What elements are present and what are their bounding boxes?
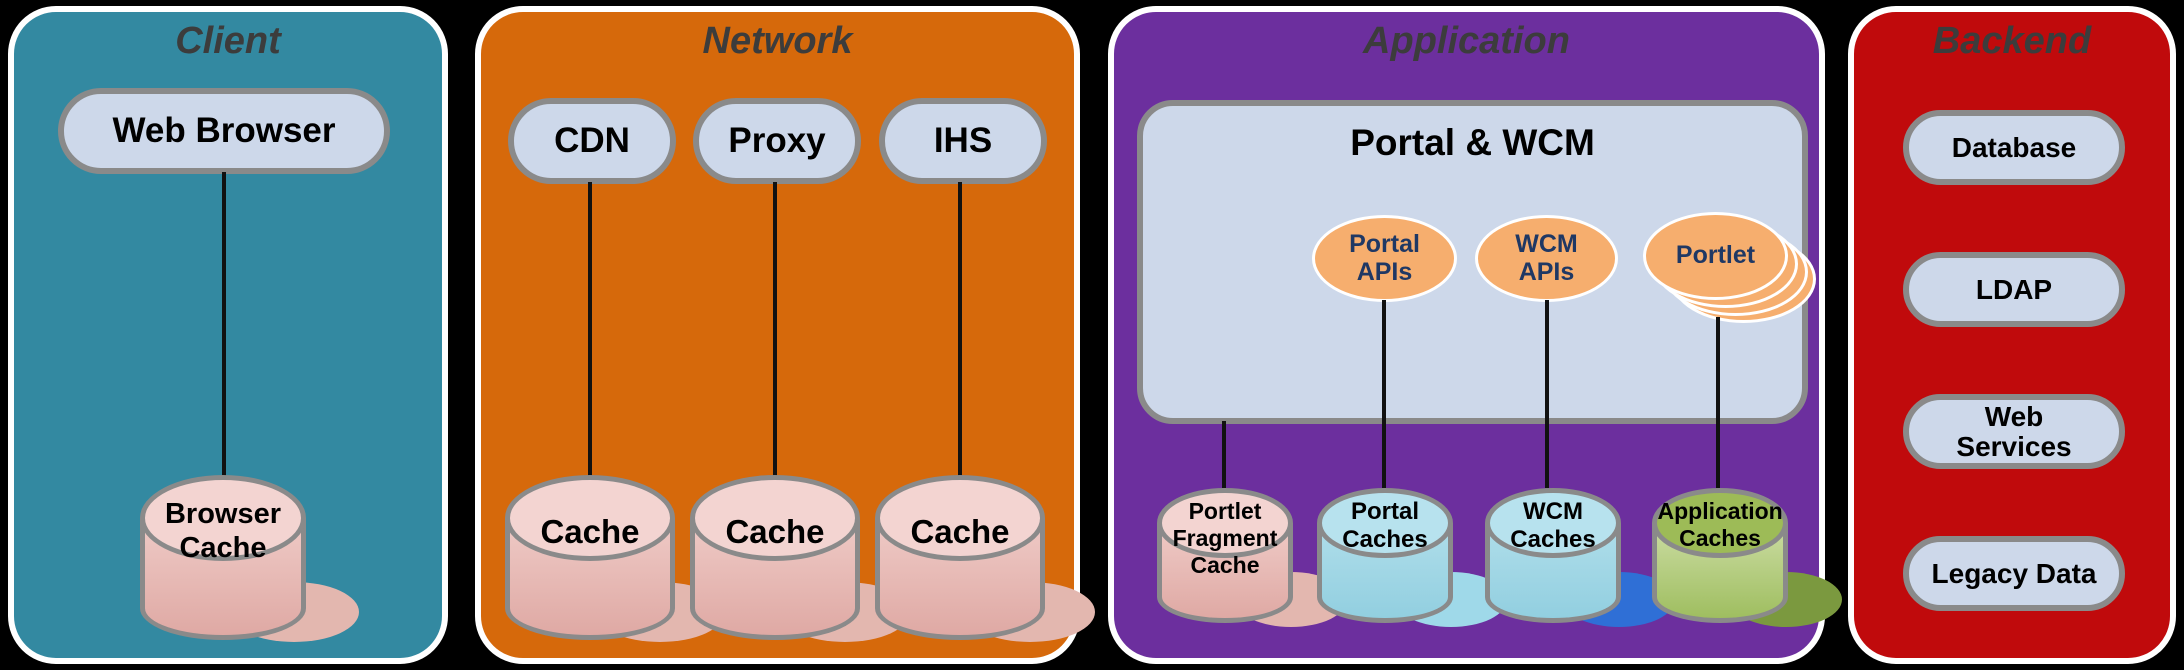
node-proxy: Proxy [693, 98, 861, 184]
node-web-browser-label: Web Browser [112, 110, 336, 150]
node-database: Database [1903, 110, 2125, 185]
node-legacy-data: Legacy Data [1903, 536, 2125, 611]
cylinder-wcm-caches-label: WCM Caches [1510, 498, 1596, 554]
node-cdn: CDN [508, 98, 676, 184]
cylinder-top [1157, 488, 1293, 559]
cylinder-top [1317, 488, 1453, 559]
connector-webbrowser-browsercache [222, 172, 226, 477]
ellipse-portal-apis-label: Portal APIs [1349, 230, 1420, 286]
cylinder-portlet-fragment-cache-label: Portlet Fragment Cache [1172, 498, 1278, 579]
node-legacy-data-label: Legacy Data [1931, 557, 2097, 589]
node-proxy-label: Proxy [728, 120, 826, 160]
panel-network: Network CDN Proxy IHS Cache Cache [475, 6, 1095, 664]
connector-cdn-cache [588, 182, 592, 478]
cylinder-top [1485, 488, 1621, 559]
panel-title-client: Client [175, 20, 281, 62]
node-ldap: LDAP [1903, 252, 2125, 327]
connector-portlet-applicationcaches [1716, 317, 1720, 488]
cylinder-top [505, 475, 675, 561]
panel-title-network: Network [702, 20, 853, 62]
cylinder-top [690, 475, 860, 561]
node-web-services-label: Web Services [1956, 401, 2072, 462]
ellipse-wcm-apis: WCM APIs [1475, 215, 1618, 302]
panel-title-backend: Backend [1932, 20, 2092, 62]
node-cdn-label: CDN [554, 120, 630, 160]
node-web-browser: Web Browser [58, 88, 390, 174]
cylinder-proxy-cache-label: Cache [725, 513, 825, 550]
cylinder-top [875, 475, 1045, 561]
node-web-services: Web Services [1903, 394, 2125, 469]
cylinder-application-caches: Application Caches [1652, 488, 1788, 623]
panel-backend: Backend Database LDAP Web Services Legac… [1848, 6, 2176, 664]
ellipse-wcm-apis-label: WCM APIs [1515, 230, 1578, 286]
cylinder-browser-cache: Browser Cache [140, 475, 306, 640]
cylinder-portal-caches-label: Portal Caches [1342, 498, 1428, 554]
connector-ihs-cache [958, 182, 962, 478]
node-ldap-label: LDAP [1975, 273, 2053, 305]
cylinder-top [1652, 488, 1788, 559]
cylinder-ihs-cache-label: Cache [910, 513, 1010, 550]
node-ihs-label: IHS [933, 120, 993, 160]
ellipse-portal-apis: Portal APIs [1312, 215, 1457, 302]
cylinder-cdn-cache-label: Cache [540, 513, 640, 550]
cylinder-portal-caches: Portal Caches [1317, 488, 1453, 623]
cylinder-portlet-fragment-cache: Portlet Fragment Cache [1157, 488, 1293, 623]
connector-proxy-cache [773, 182, 777, 478]
connector-portalapis-portalcaches [1382, 300, 1386, 488]
panel-title-application: Application [1363, 20, 1570, 62]
node-database-label: Database [1951, 131, 2077, 163]
panel-application: Application Portal & WCM Portal APIs WCM… [1108, 6, 1842, 664]
ellipse-portlet: Portlet [1643, 212, 1788, 300]
cylinder-wcm-caches: WCM Caches [1485, 488, 1621, 623]
connector-wcmapis-wcmcaches [1545, 300, 1549, 488]
cylinder-cdn-cache: Cache [505, 475, 675, 640]
connector-portalwcm-fragmentcache [1222, 421, 1226, 488]
cylinder-browser-cache-label: Browser Cache [164, 498, 282, 565]
node-ihs: IHS [879, 98, 1047, 184]
cylinder-proxy-cache: Cache [690, 475, 860, 640]
cylinder-top [140, 475, 306, 561]
cylinder-ihs-cache: Cache [875, 475, 1045, 640]
ellipse-portlet-label: Portlet [1675, 241, 1756, 270]
panel-client: Client Web Browser Browser Cache [8, 6, 448, 664]
container-portal-wcm-label: Portal & WCM [1350, 122, 1595, 163]
cylinder-application-caches-label: Application Caches [1657, 498, 1783, 552]
